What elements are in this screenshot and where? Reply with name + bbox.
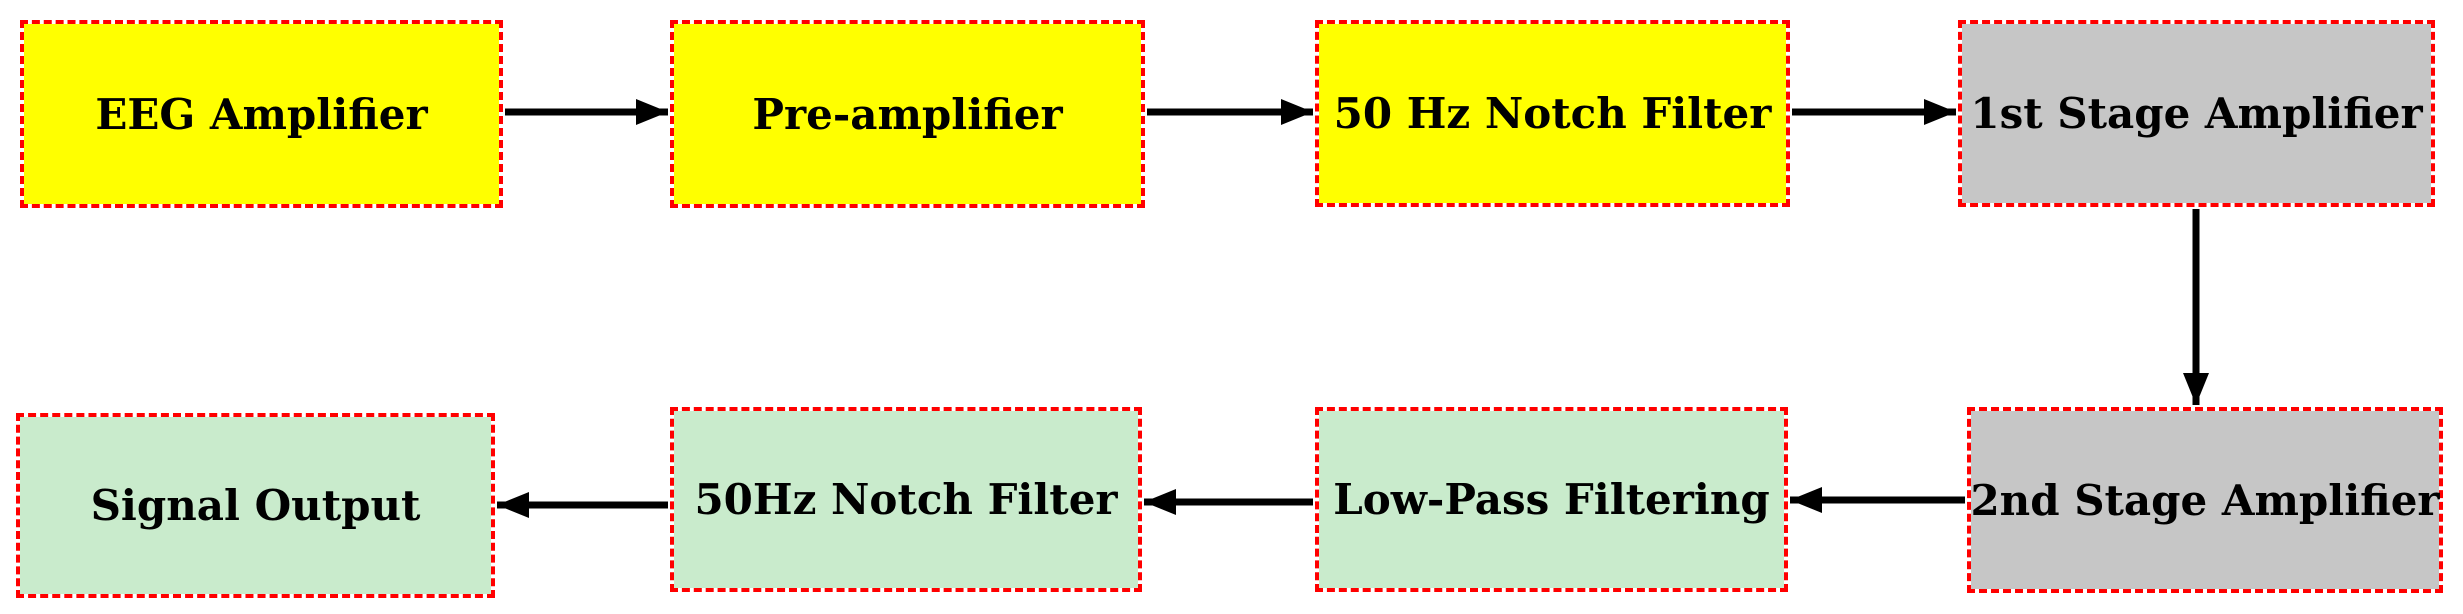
node-label: 50 Hz Notch Filter [1333, 89, 1772, 138]
node-label: EEG Amplifier [95, 89, 428, 139]
node-label: 50Hz Notch Filter [694, 475, 1118, 524]
node-1st-stage-amplifier: 1st Stage Amplifier [1958, 20, 2435, 207]
node-label: Pre-amplifier [752, 89, 1063, 139]
node-signal-output: Signal Output [16, 413, 495, 598]
node-low-pass-filtering: Low-Pass Filtering [1315, 407, 1788, 592]
node-pre-amplifier: Pre-amplifier [670, 20, 1145, 208]
node-label: 1st Stage Amplifier [1970, 89, 2423, 138]
node-label: 2nd Stage Amplifier [1970, 475, 2440, 525]
node-label: Signal Output [90, 481, 421, 530]
node-50hz-notch-filter-bottom: 50Hz Notch Filter [670, 407, 1142, 592]
node-50hz-notch-filter-top: 50 Hz Notch Filter [1315, 20, 1790, 207]
node-2nd-stage-amplifier: 2nd Stage Amplifier [1967, 407, 2443, 593]
node-label: Low-Pass Filtering [1333, 475, 1770, 524]
node-eeg-amplifier: EEG Amplifier [20, 20, 503, 208]
